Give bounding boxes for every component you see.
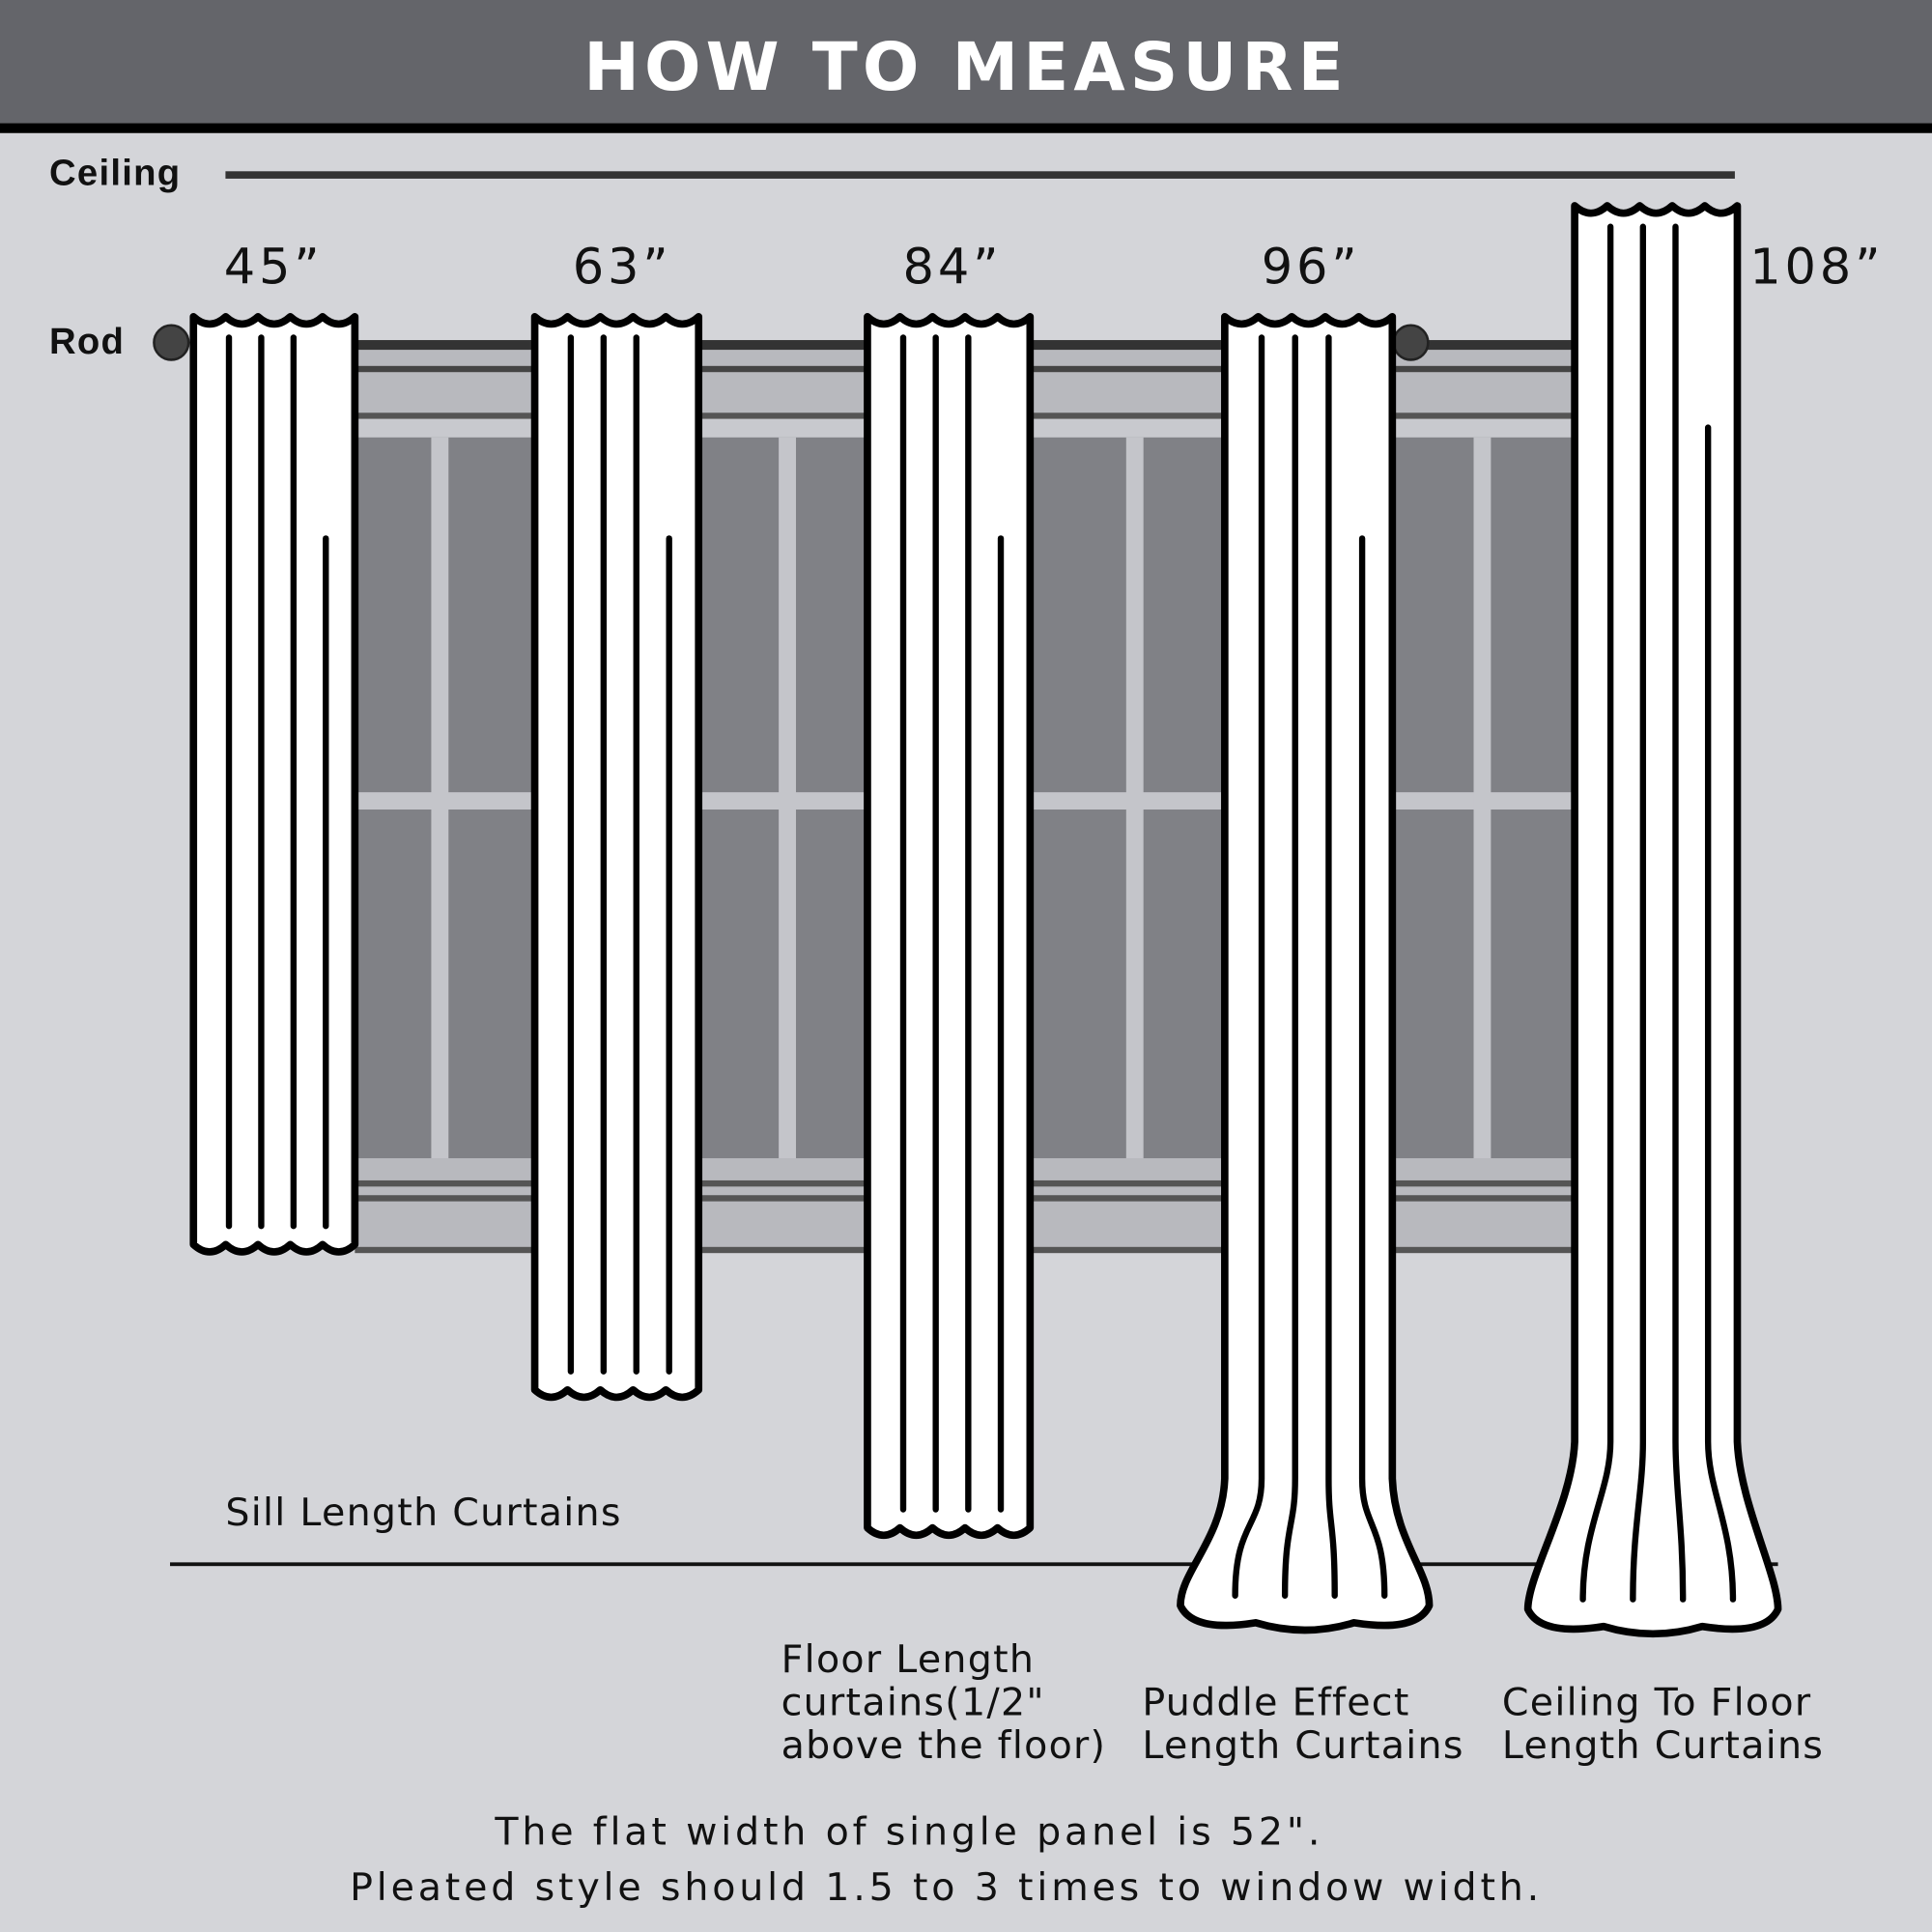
caption-sill-length: Sill Length Curtains xyxy=(225,1491,621,1535)
curtain-fold-line xyxy=(1232,334,1265,1599)
length-label-63: 63” xyxy=(573,239,672,296)
caption-ceiling-floor-2: Length Curtains xyxy=(1502,1723,1824,1768)
curtain-fold-line xyxy=(1358,535,1388,1599)
page-title: HOW TO MEASURE xyxy=(583,29,1348,106)
curtain-fold-line xyxy=(1672,223,1687,1603)
caption-puddle-1: Puddle Effect xyxy=(1142,1681,1409,1725)
footer-line-2: Pleated style should 1.5 to 3 times to w… xyxy=(350,1865,1543,1910)
caption-puddle-2: Length Curtains xyxy=(1142,1723,1463,1768)
header-divider xyxy=(0,123,1932,133)
length-label-108: 108” xyxy=(1749,239,1884,296)
curtain-panel-2 xyxy=(530,312,703,1402)
curtain-fabric xyxy=(1523,202,1782,1638)
ceiling-line xyxy=(225,171,1735,179)
curtain-panel-5 xyxy=(1523,202,1782,1638)
curtain-panel-4 xyxy=(1177,312,1434,1634)
footer-line-1: The flat width of single panel is 52". xyxy=(494,1809,1323,1854)
length-label-96: 96” xyxy=(1262,239,1361,296)
rod-label: Rod xyxy=(49,321,125,362)
curtain-fabric xyxy=(530,312,703,1402)
curtain-fold-line xyxy=(1325,334,1338,1599)
rod-finial-right-icon xyxy=(1392,324,1430,361)
rod-finial-left-icon xyxy=(153,324,190,361)
length-label-84: 84” xyxy=(903,239,1003,296)
curtain-fabric xyxy=(1177,312,1434,1634)
header-bar xyxy=(0,0,1932,124)
length-label-45: 45” xyxy=(224,239,324,296)
curtain-panel-3 xyxy=(864,312,1035,1540)
ceiling-label: Ceiling xyxy=(49,152,181,193)
floor-line xyxy=(170,1562,1778,1567)
caption-floor-length-1: Floor Length xyxy=(781,1637,1036,1682)
curtain-fabric xyxy=(864,312,1035,1540)
curtain-fold-line xyxy=(1579,223,1614,1603)
curtain-fabric xyxy=(189,312,359,1256)
caption-floor-length-2: curtains(1/2" xyxy=(781,1681,1045,1725)
caption-floor-length-3: above the floor) xyxy=(781,1723,1107,1768)
curtain-fold-line xyxy=(1630,223,1647,1603)
caption-ceiling-floor-1: Ceiling To Floor xyxy=(1502,1681,1812,1725)
curtain-fold-line xyxy=(1281,334,1298,1599)
curtains xyxy=(189,202,1782,1638)
curtain-fold-line xyxy=(1704,424,1737,1603)
curtain-panel-1 xyxy=(189,312,359,1256)
